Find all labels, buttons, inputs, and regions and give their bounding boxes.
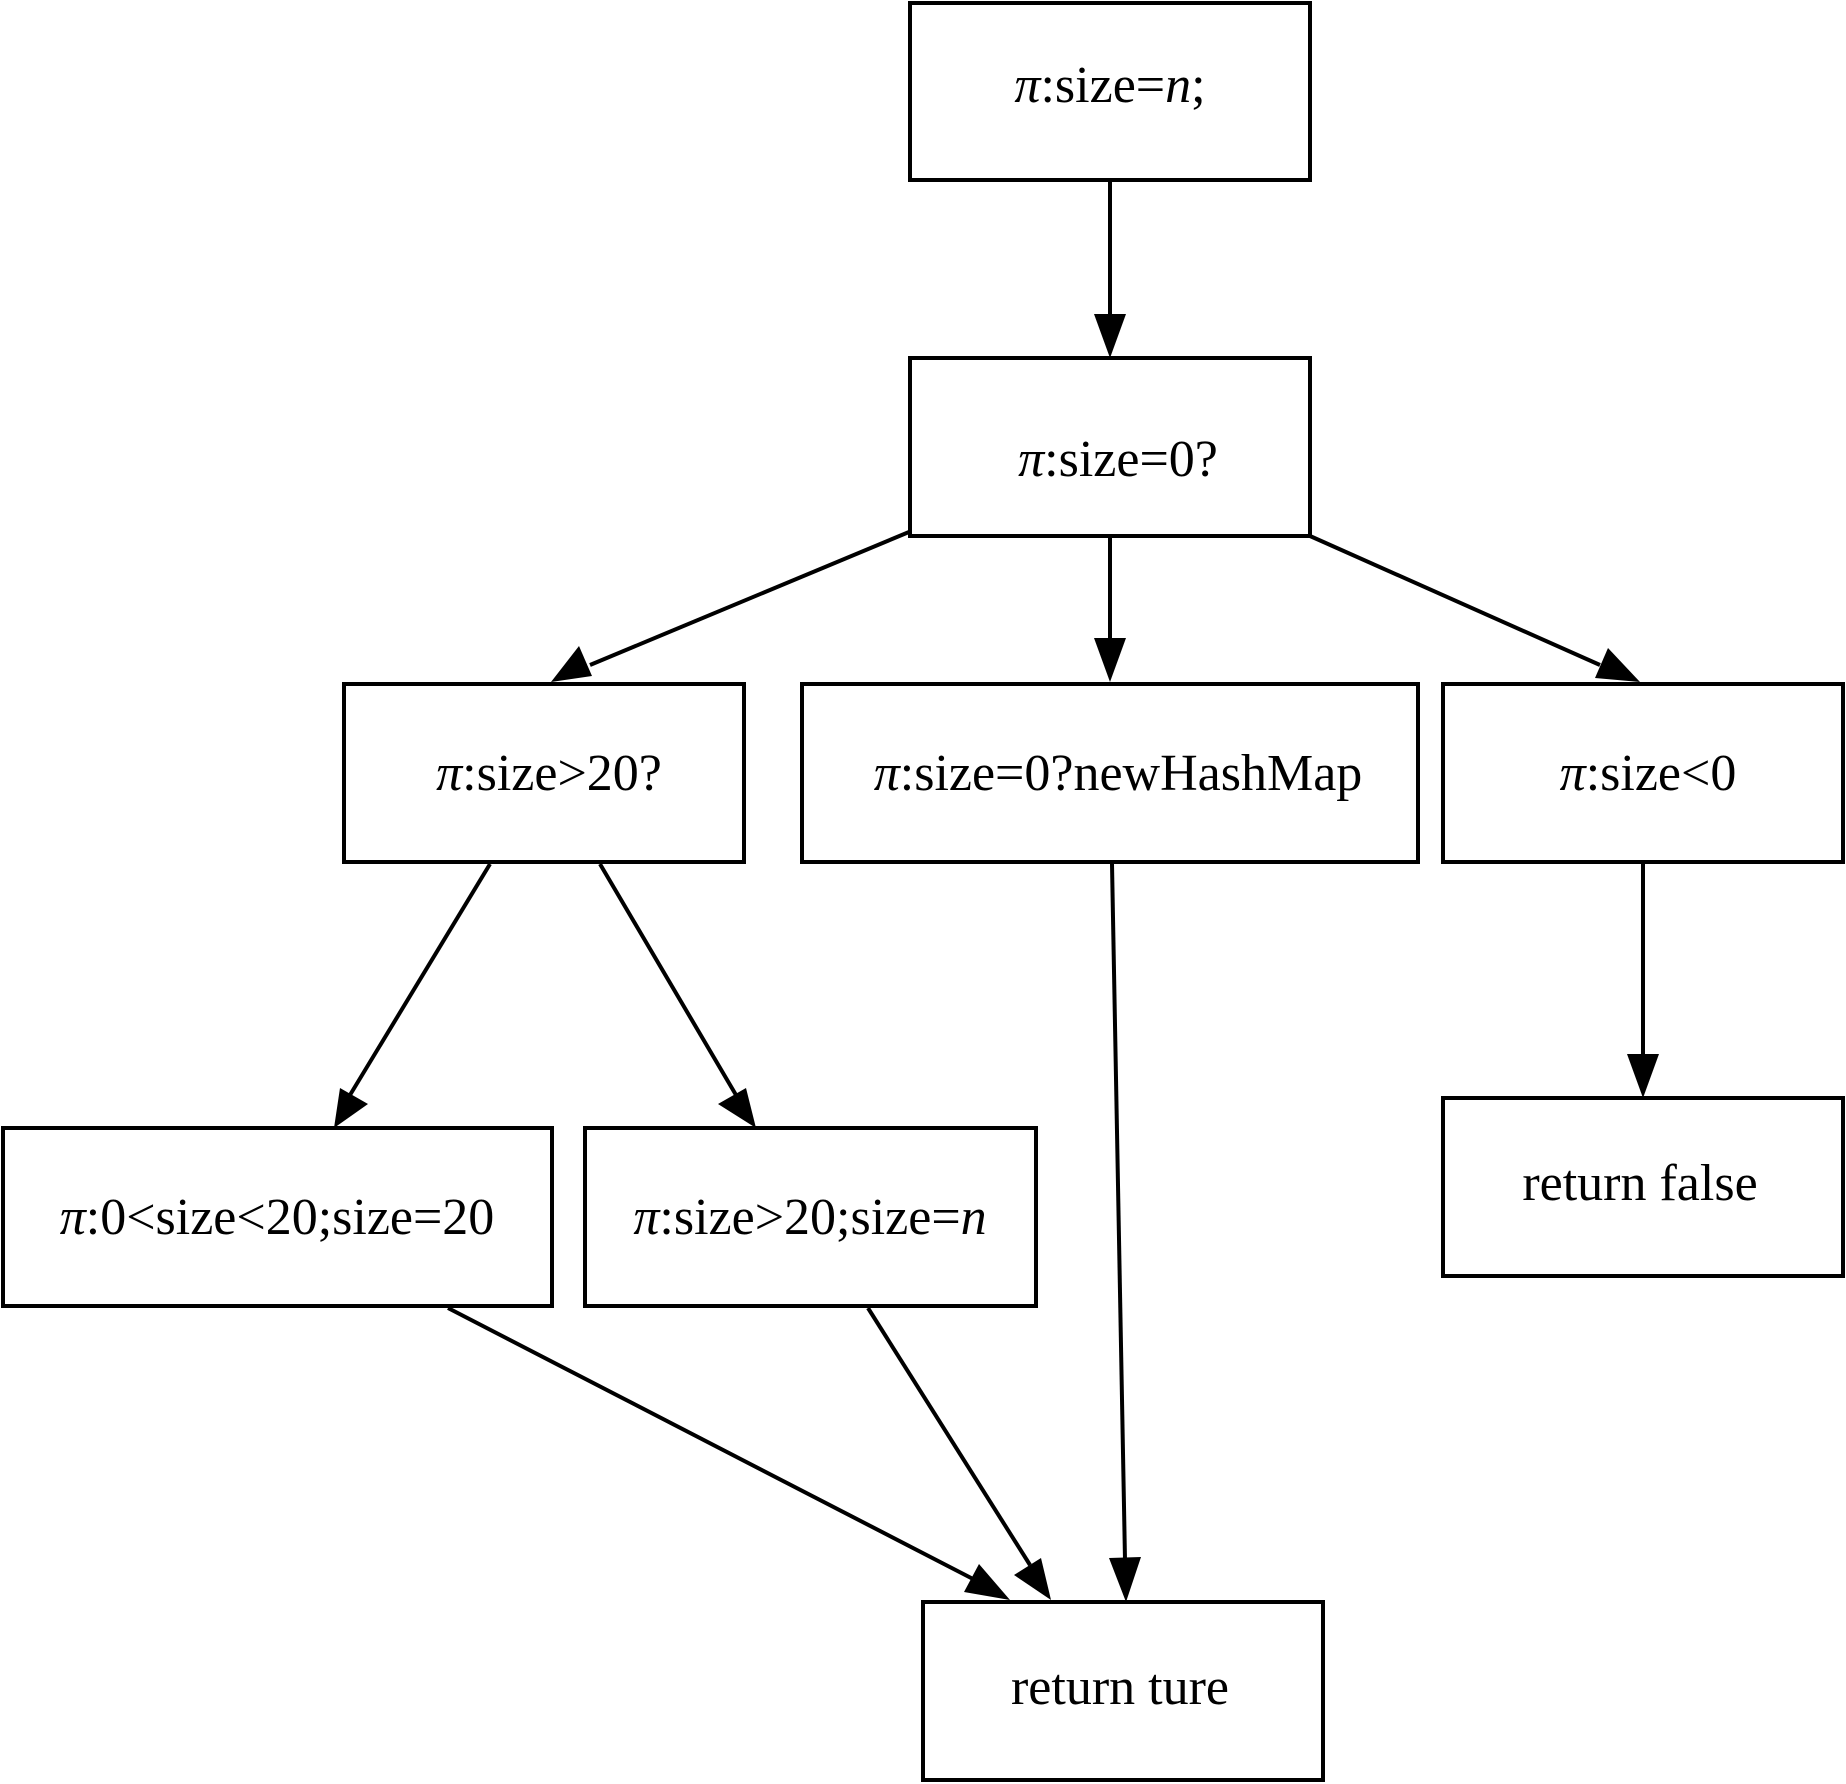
node-check-gt20: π:size>20? (342, 682, 746, 864)
node-return-false: return false (1441, 1096, 1845, 1278)
node-init-label: π:size=n; (1014, 57, 1205, 114)
edge-check-zero-to-new-hashmap (1094, 536, 1126, 682)
node-check-zero: π:size=0? (908, 356, 1312, 538)
edge-size-lt0-to-return-false (1627, 864, 1659, 1098)
edge-check-gt20-to-between (334, 862, 492, 1128)
node-between-0-20: π:0<size<20;size=20 (1, 1126, 554, 1308)
node-check-zero-label: π:size=0? (1018, 431, 1218, 488)
edges (334, 180, 1659, 1602)
node-return-true-label: return ture (1011, 1659, 1229, 1716)
node-new-hashmap-label: π:size=0?newHashMap (874, 745, 1363, 802)
node-size-lt0: π:size<0 (1441, 682, 1845, 864)
node-return-false-label: return false (1522, 1155, 1757, 1212)
node-return-true: return ture (921, 1600, 1325, 1782)
edge-init-to-check-zero (1094, 180, 1126, 358)
node-new-hashmap: π:size=0?newHashMap (800, 682, 1420, 864)
node-gt20-assign: π:size>20;size=n (583, 1126, 1038, 1308)
edge-new-hashmap-to-return-true (1109, 863, 1141, 1602)
node-init: π:size=n; (908, 1, 1312, 182)
node-size-lt0-label: π:size<0 (1560, 745, 1737, 802)
node-check-gt20-label: π:size>20? (436, 745, 662, 802)
edge-between-to-return-true (447, 1306, 1010, 1600)
edge-check-zero-to-size-lt0 (1309, 534, 1640, 682)
node-between-0-20-label: π:0<size<20;size=20 (60, 1189, 495, 1246)
node-gt20-assign-label: π:size>20;size=n (633, 1189, 986, 1246)
edge-check-zero-to-check-gt20 (551, 530, 910, 682)
edge-gt20-assign-to-return-true (866, 1306, 1051, 1600)
edge-check-gt20-to-gt20-assign (598, 862, 756, 1128)
